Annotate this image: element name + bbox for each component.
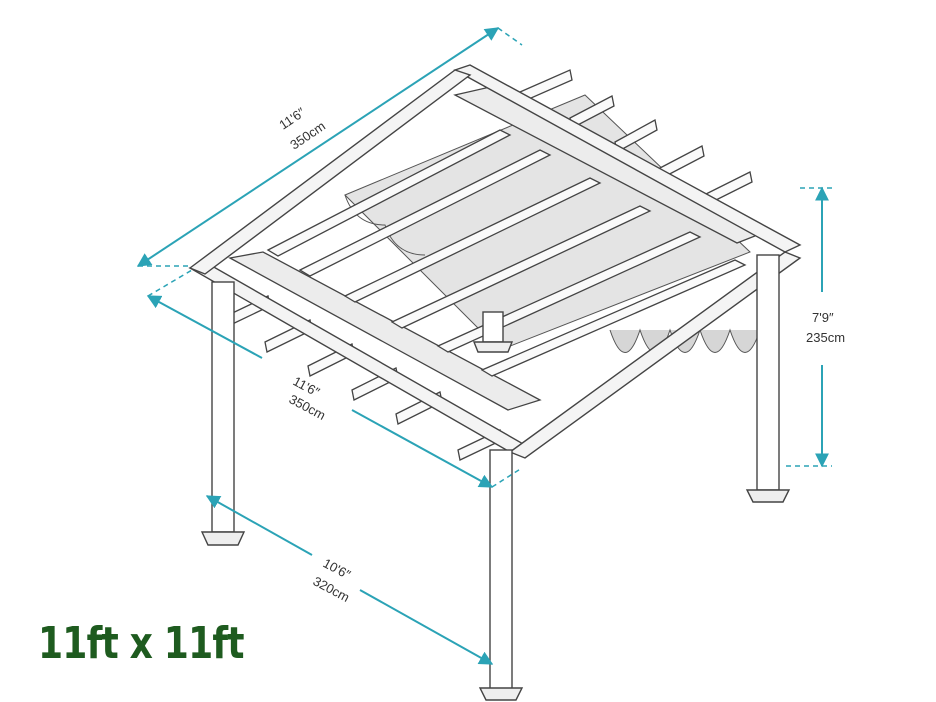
posts	[211, 254, 780, 691]
height-metric: 235cm	[806, 330, 845, 345]
front-width-metric: 350cm	[287, 391, 329, 423]
post-base-plates	[200, 341, 791, 701]
dim-height: 7'9″ 235cm	[786, 186, 845, 468]
size-label: 11ft x 11ft	[38, 618, 245, 669]
dim-post-span: 10'6″ 320cm	[205, 495, 494, 665]
height-imperial: 7'9″	[812, 310, 834, 325]
